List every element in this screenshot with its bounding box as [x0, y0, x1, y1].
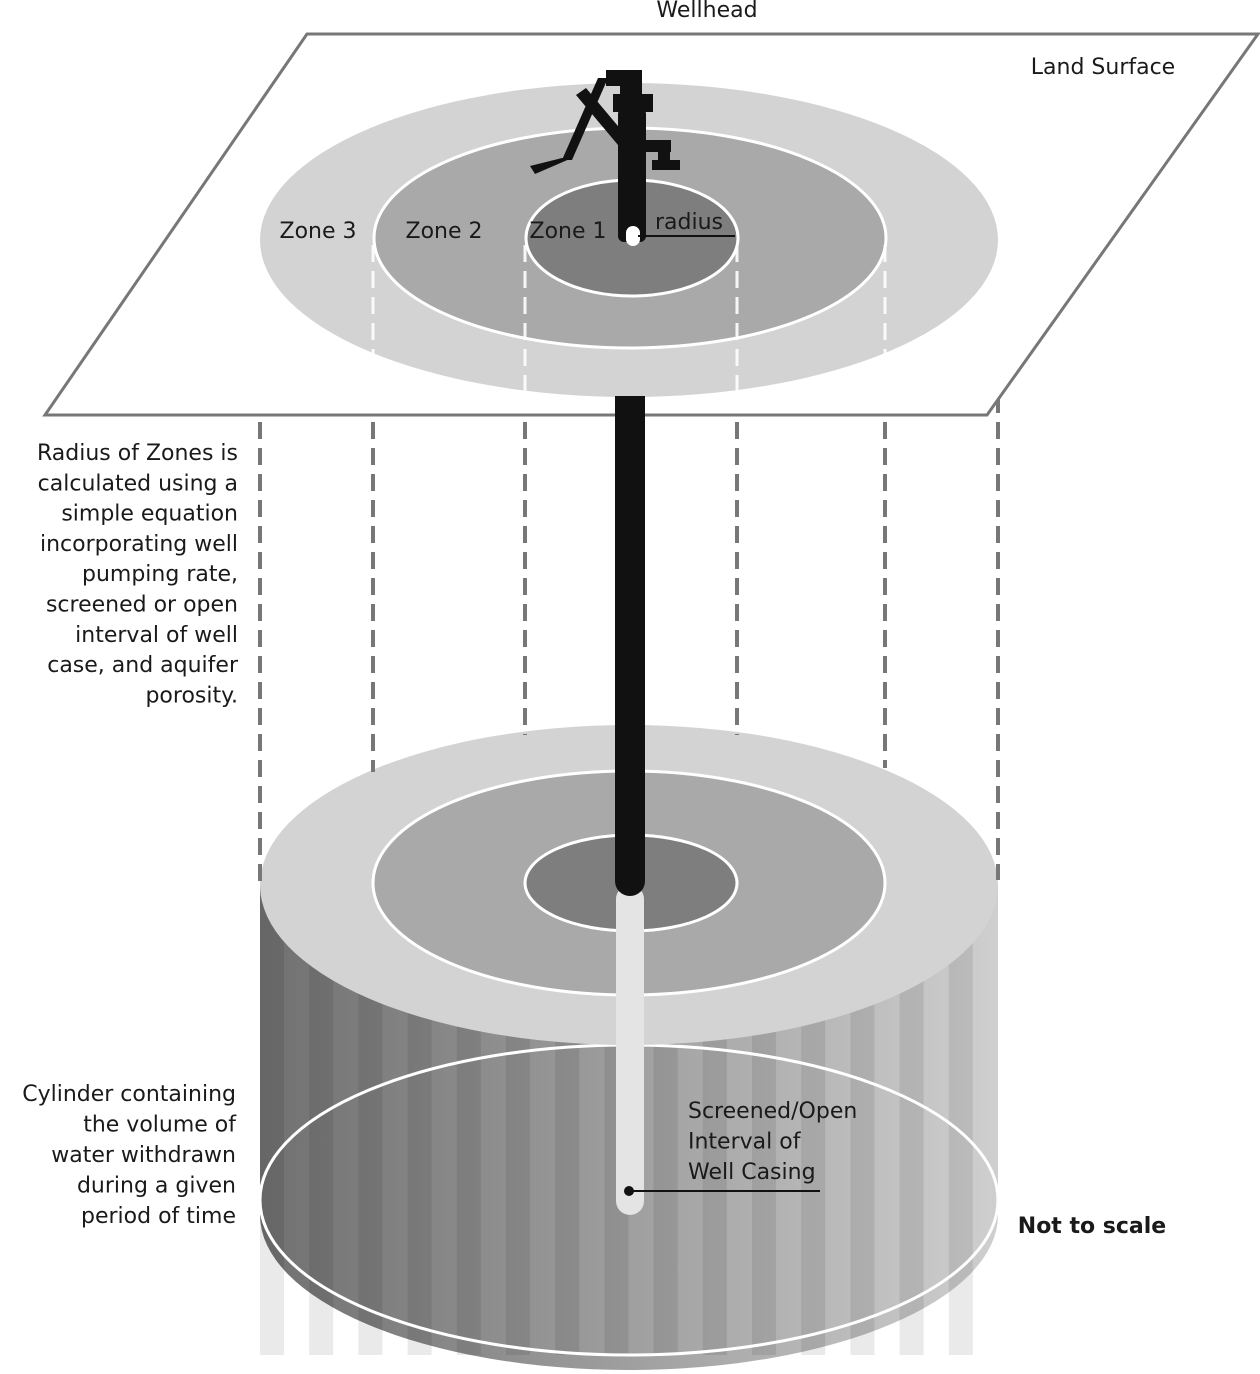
well-casing-top	[615, 396, 645, 416]
radius-note-line: porosity.	[145, 683, 238, 708]
wellhead-label: Wellhead	[656, 0, 757, 23]
screen-note-line: Screened/Open	[688, 1099, 857, 1124]
radius-note-line: incorporating well	[40, 532, 238, 557]
pump-icon	[530, 70, 680, 246]
zone3-label: Zone 3	[280, 219, 357, 244]
zone2-label: Zone 2	[406, 219, 483, 244]
screen-note-line: Interval of	[688, 1130, 802, 1155]
cylinder-note-line: during a given	[77, 1174, 236, 1199]
radius-note: Radius of Zones is calculated using a simp…	[37, 441, 239, 708]
radius-note-line: Radius of Zones is	[37, 441, 238, 466]
radius-note-line: screened or open	[46, 593, 238, 618]
cylinder-note-line: Cylinder containing	[22, 1082, 236, 1107]
cylinder-note-line: period of time	[81, 1204, 236, 1229]
well	[615, 396, 645, 1215]
screen-pointer	[624, 1186, 820, 1196]
radius-label: radius	[655, 210, 723, 235]
screen-note-line: Well Casing	[688, 1160, 816, 1185]
radius-note-line: interval of well	[75, 623, 238, 648]
radius-note-line: calculated using a	[38, 471, 238, 496]
well-casing-screen	[616, 885, 644, 1215]
radius-note-line: case, and aquifer	[47, 653, 239, 678]
radius-note-line: pumping rate,	[82, 562, 238, 587]
land-surface-label: Land Surface	[1031, 55, 1175, 80]
cylinder-note-line: the volume of	[83, 1113, 237, 1138]
not-to-scale-label: Not to scale	[1018, 1214, 1166, 1239]
radius-note-line: simple equation	[61, 502, 238, 527]
well-casing-solid	[615, 396, 645, 896]
cylinder-note-line: water withdrawn	[51, 1143, 236, 1168]
zone1-label: Zone 1	[530, 219, 607, 244]
land-surface	[42, 32, 1260, 417]
cylinder-note: Cylinder containing the volume of water wi…	[22, 1082, 237, 1229]
